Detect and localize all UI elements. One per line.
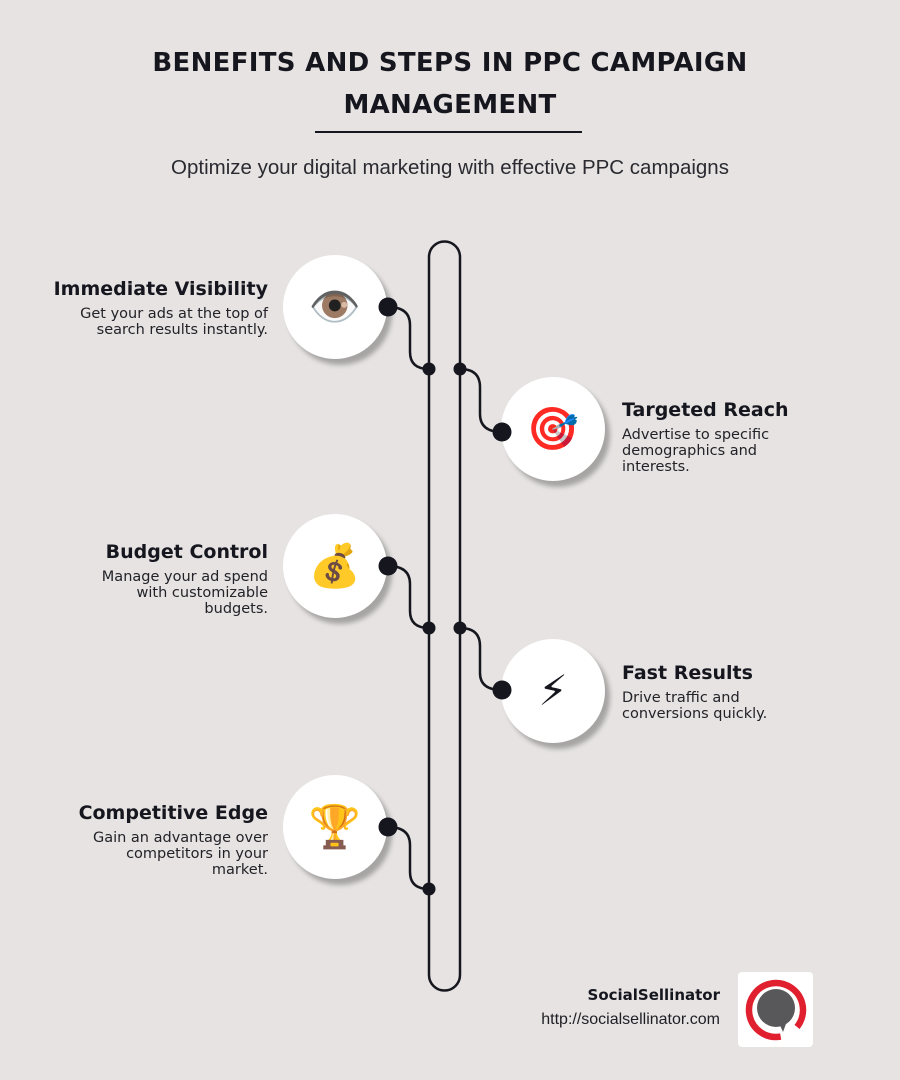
money-bag-icon: 💰 bbox=[283, 514, 387, 618]
benefit-targeted-reach: Targeted Reach Advertise to specific dem… bbox=[622, 397, 792, 475]
eye-icon: 👁️ bbox=[283, 255, 387, 359]
page-title: BENEFITS AND STEPS IN PPC CAMPAIGN MANAG… bbox=[0, 42, 900, 126]
title-line-1: BENEFITS AND STEPS IN PPC CAMPAIGN bbox=[152, 48, 748, 78]
benefit-fast-results: Fast Results Drive traffic and conversio… bbox=[622, 660, 797, 722]
page-subtitle: Optimize your digital marketing with eff… bbox=[171, 156, 729, 179]
item-title: Fast Results bbox=[622, 662, 753, 684]
item-description: Drive traffic and conversions quickly. bbox=[622, 690, 768, 722]
title-underline bbox=[315, 131, 582, 133]
item-title: Competitive Edge bbox=[78, 802, 268, 824]
title-line-2: MANAGEMENT bbox=[343, 90, 557, 120]
benefit-immediate-visibility: Immediate Visibility Get your ads at the… bbox=[28, 276, 268, 338]
trophy-icon: 🏆 bbox=[283, 775, 387, 879]
item-title: Targeted Reach bbox=[622, 399, 789, 421]
item-description: Advertise to specific demographics and i… bbox=[622, 427, 770, 475]
target-dart-icon: 🎯 bbox=[501, 377, 605, 481]
brand-url-link[interactable]: http://socialsellinator.com bbox=[541, 1011, 720, 1028]
item-description: Gain an advantage over competitors in yo… bbox=[92, 830, 268, 878]
benefit-competitive-edge: Competitive Edge Gain an advantage over … bbox=[28, 800, 268, 878]
item-description: Get your ads at the top of search result… bbox=[80, 306, 268, 338]
brand-name: SocialSellinator bbox=[587, 986, 720, 1004]
speech-bubble-logo-icon bbox=[738, 972, 813, 1047]
item-description: Manage your ad spend with customizable b… bbox=[101, 569, 268, 617]
logo-graphic bbox=[745, 979, 806, 1040]
item-title: Immediate Visibility bbox=[53, 278, 268, 300]
item-title: Budget Control bbox=[105, 541, 268, 563]
lightning-icon: ⚡ bbox=[501, 639, 605, 743]
benefit-budget-control: Budget Control Manage your ad spend with… bbox=[28, 539, 268, 617]
